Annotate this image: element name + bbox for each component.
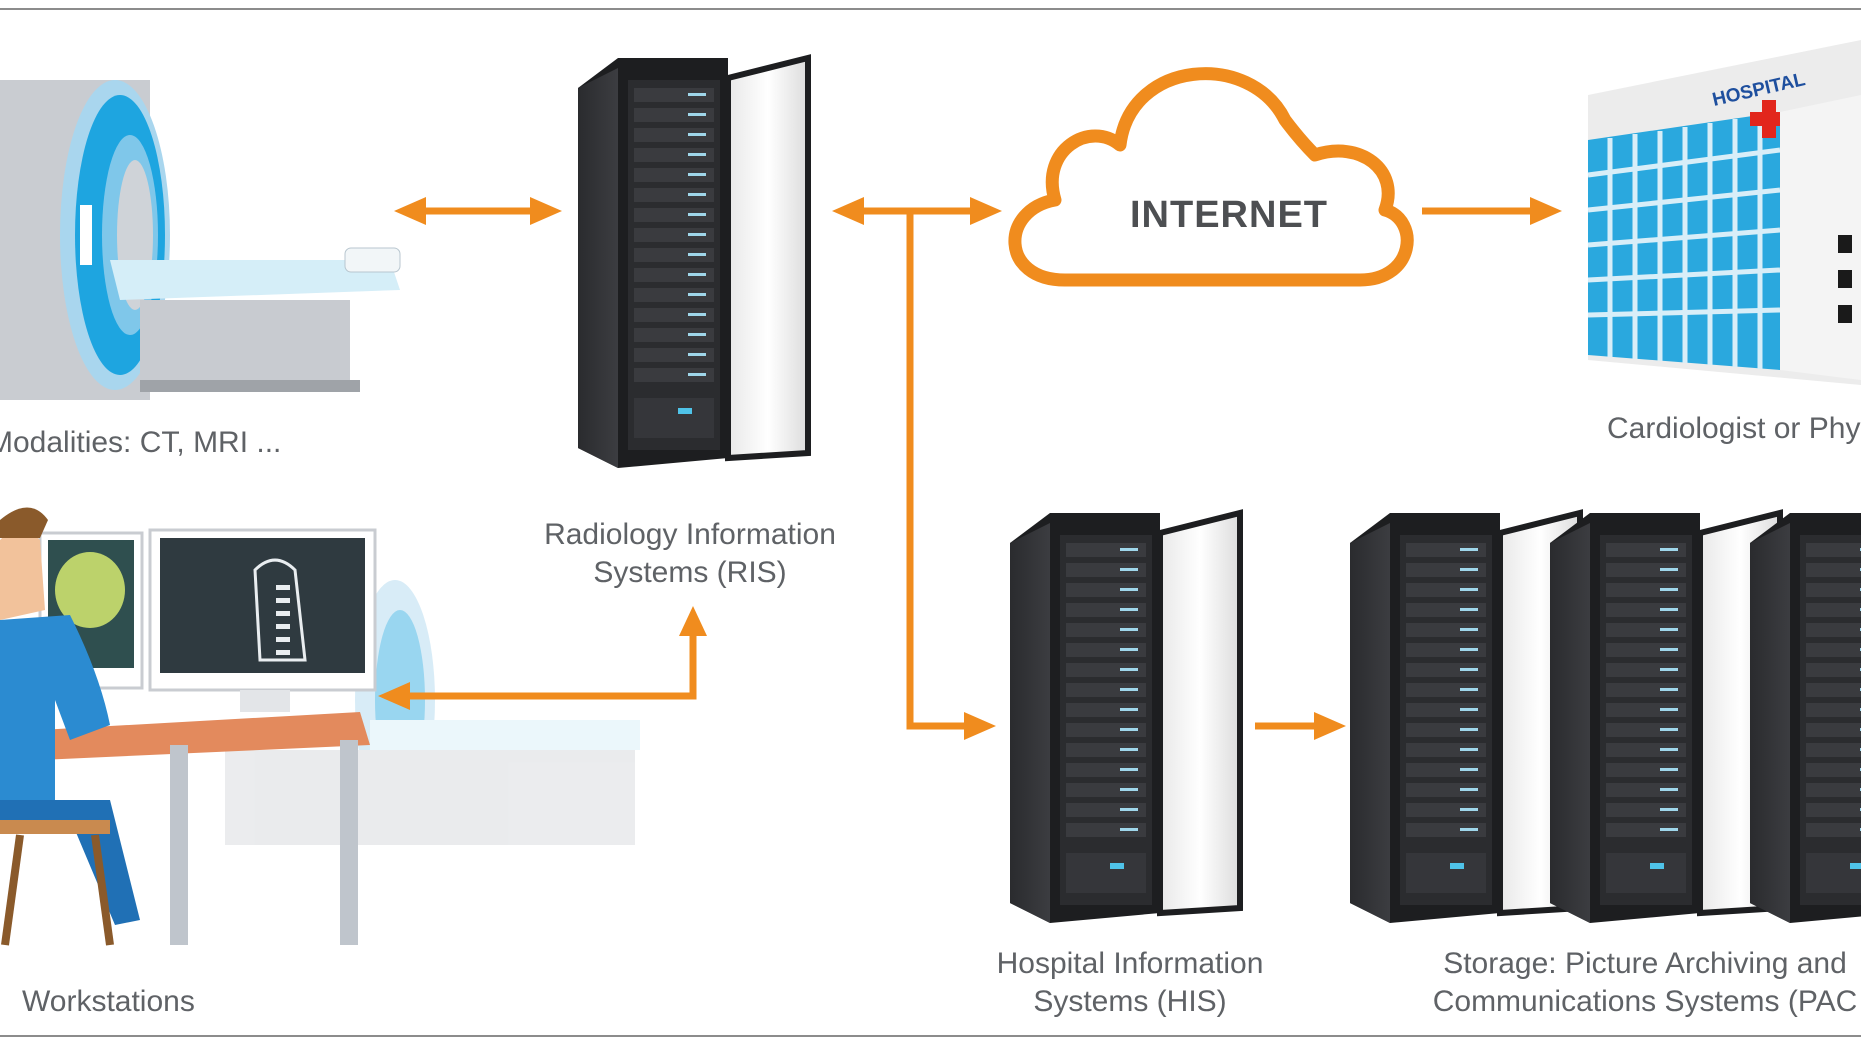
ris-label-line1: Radiology Information (544, 518, 836, 551)
his-label-line2: Systems (HIS) (1033, 985, 1227, 1018)
mri-scanner-illustration (0, 80, 401, 400)
internet-cloud (1008, 67, 1414, 287)
pacs-server-rack-3 (1750, 513, 1861, 923)
top-rule (0, 8, 1861, 10)
ris-label-line2: Systems (RIS) (593, 556, 787, 589)
ris-label: Radiology Information Systems (RIS) (530, 516, 850, 592)
arrow-heads (378, 197, 1562, 740)
cardiologist-label: Cardiologist or Phy (1607, 412, 1861, 445)
pacs-label-line1: Storage: Picture Archiving and (1443, 947, 1847, 980)
his-server-rack (1010, 513, 1240, 923)
hospital-building-illustration (1587, 40, 1861, 385)
pacs-label-line2: Communications Systems (PAC (1432, 985, 1858, 1018)
his-label: Hospital Information Systems (HIS) (975, 945, 1285, 1021)
workstation-illustration (0, 507, 640, 946)
modalities-label: Modalities: CT, MRI ... (0, 426, 282, 459)
internet-label: INTERNET (1130, 194, 1328, 236)
pacs-label: Storage: Picture Archiving and Communica… (1415, 945, 1861, 1021)
workstations-label: Workstations (22, 985, 195, 1018)
bottom-rule (0, 1035, 1861, 1037)
pacs-server-rack-1 (1350, 513, 1580, 923)
connection-arrows (408, 207, 1530, 730)
ris-server-rack (578, 58, 808, 468)
pacs-server-rack-2 (1550, 513, 1780, 923)
his-label-line1: Hospital Information (996, 947, 1264, 980)
